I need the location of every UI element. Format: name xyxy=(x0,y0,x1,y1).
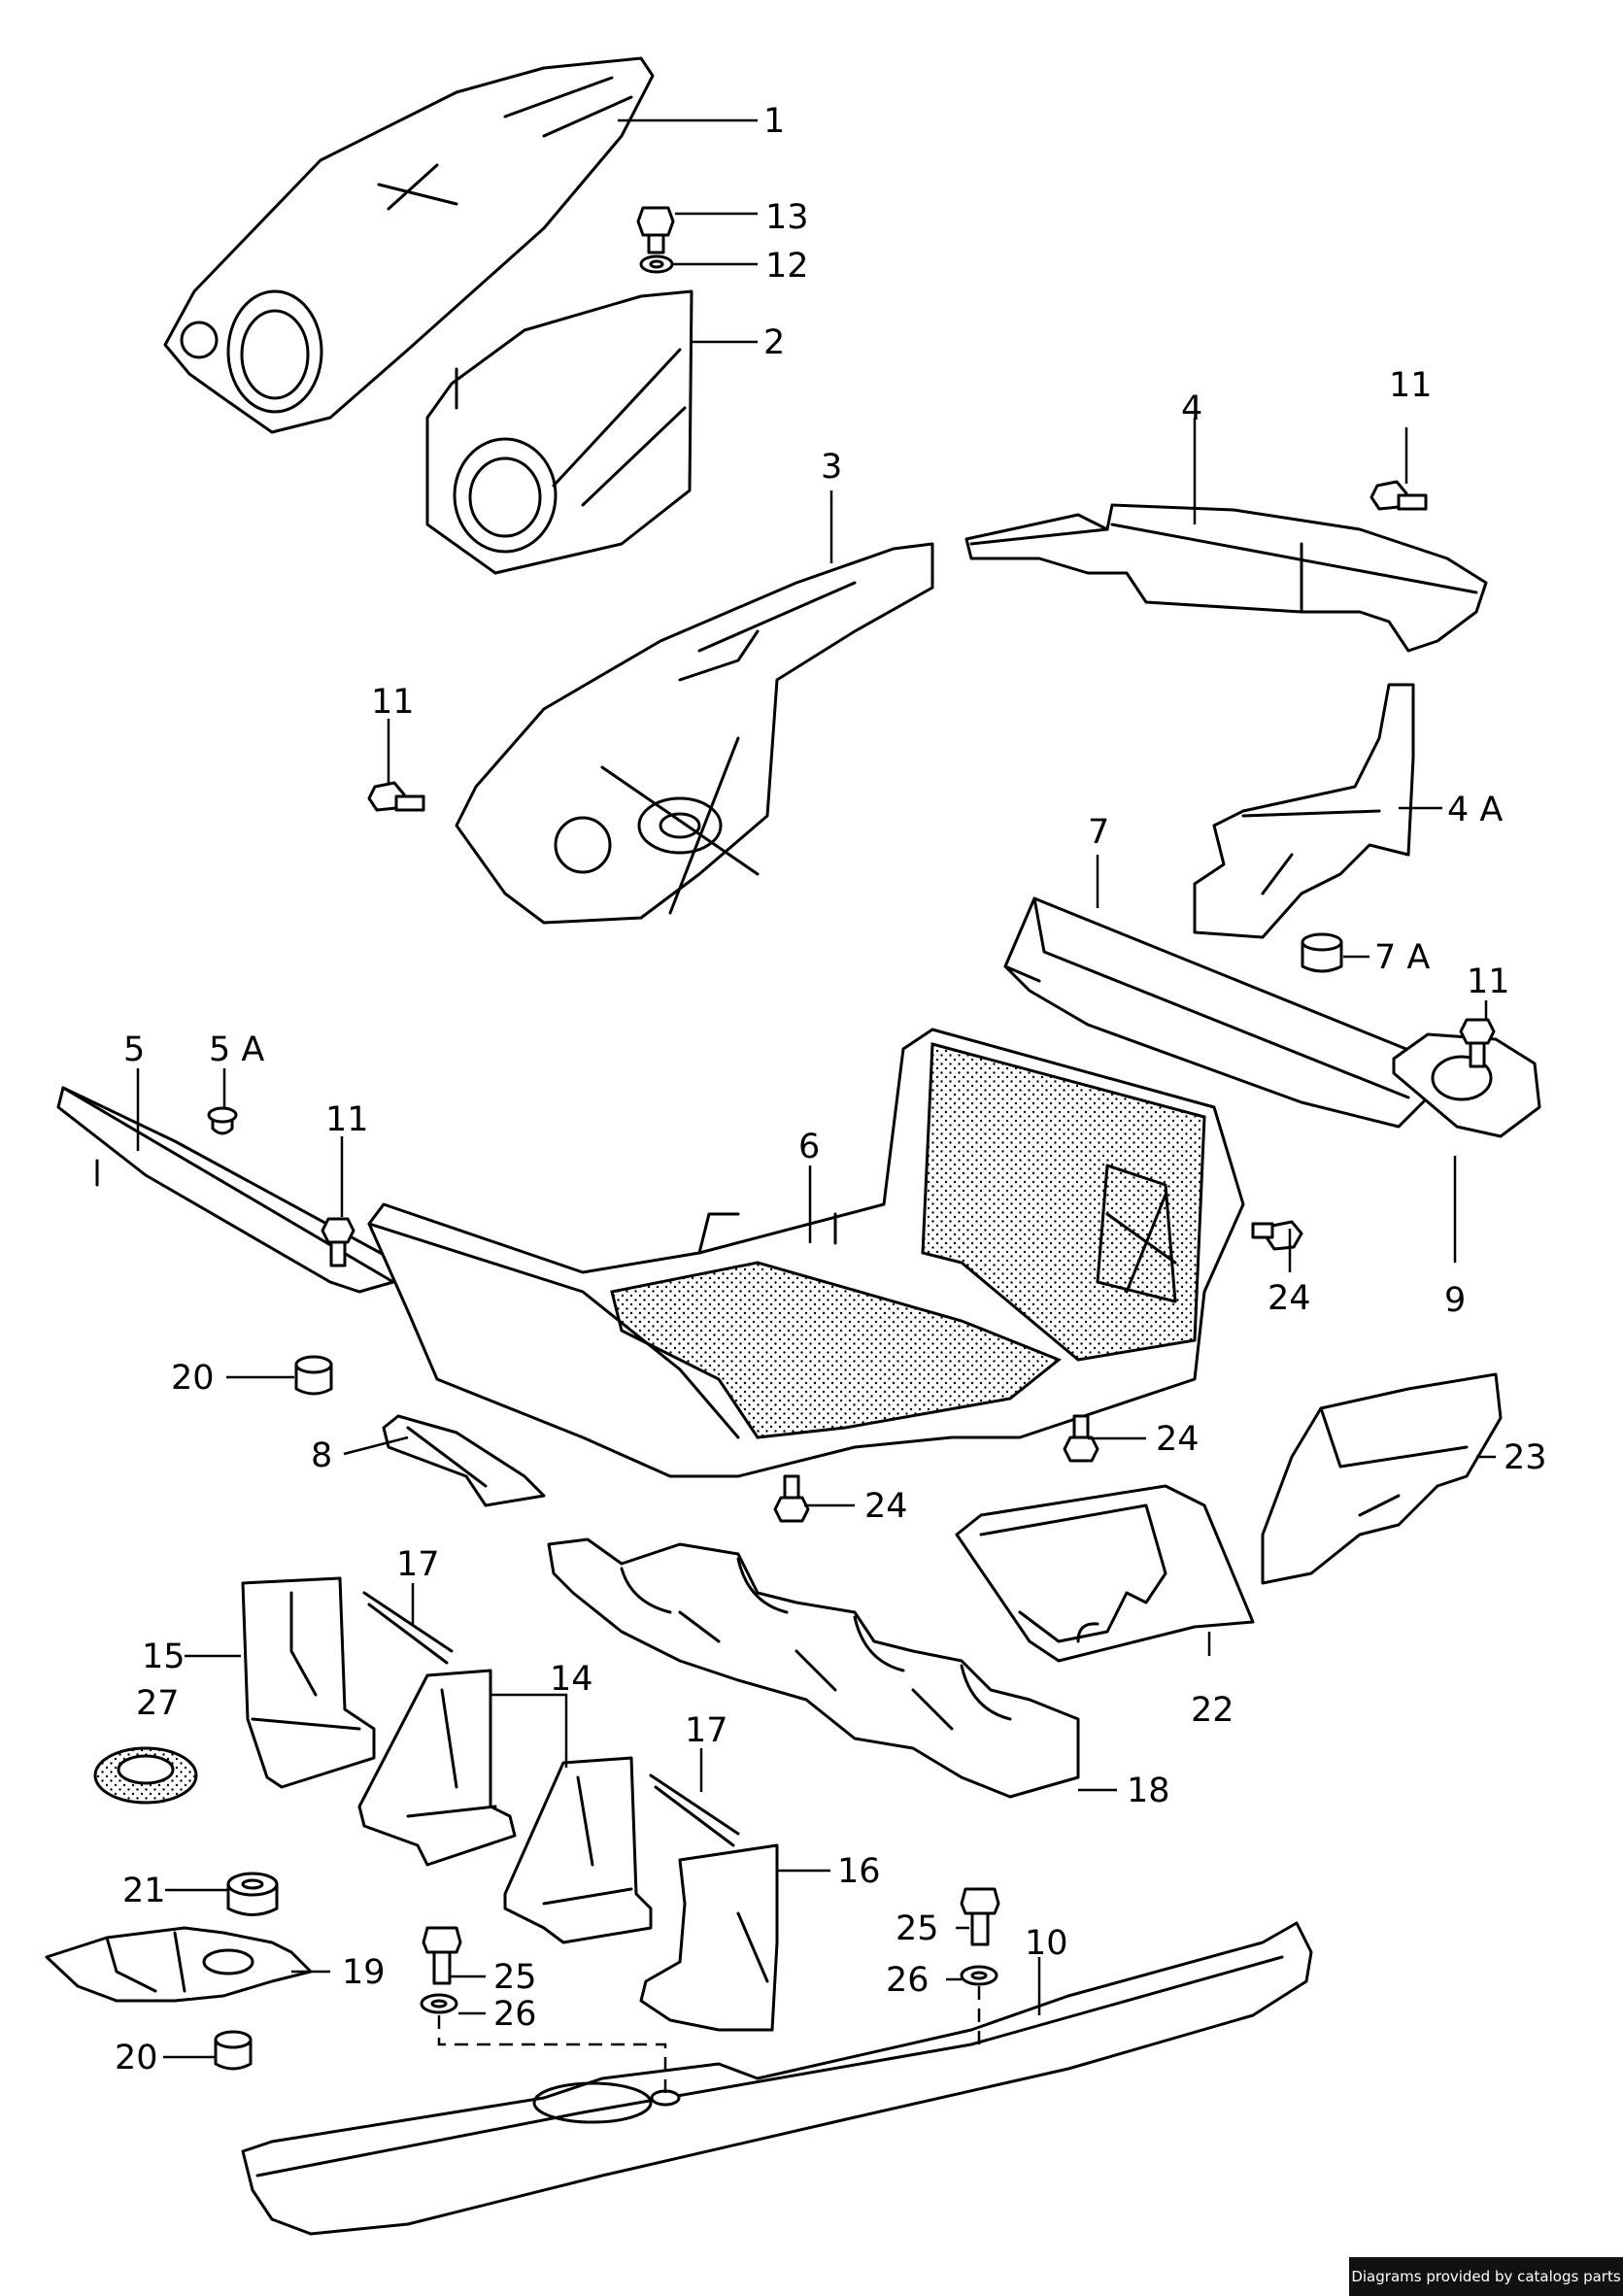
callout-4a: 4 A xyxy=(1447,791,1503,829)
callout-18: 18 xyxy=(1127,1772,1170,1810)
part-7-crossmember xyxy=(1003,896,1430,1129)
callout-8: 8 xyxy=(311,1436,332,1475)
callout-11: 11 xyxy=(371,683,415,722)
callout-21: 21 xyxy=(122,1872,166,1910)
part-11-bolt-c xyxy=(1459,1018,1496,1068)
callout-4: 4 xyxy=(1181,389,1202,428)
part-26-washer-a xyxy=(420,1993,458,2014)
leader-lines xyxy=(136,118,1496,2059)
callout-11: 11 xyxy=(1467,962,1510,1001)
part-21-mount xyxy=(226,1872,279,1916)
part-14-strut-a xyxy=(357,1669,517,1867)
part-4-panel xyxy=(964,503,1488,653)
part-16-plate xyxy=(639,1843,779,2032)
part-11-bolt-d xyxy=(321,1217,355,1267)
callout-10: 10 xyxy=(1025,1924,1068,1963)
callout-3: 3 xyxy=(821,448,842,487)
part-11-bolt-b xyxy=(367,781,425,812)
callout-labels: 1 13 12 2 11 4 3 11 4 A 7 7 A 11 5 5 A 1… xyxy=(115,102,1547,2077)
callout-25: 25 xyxy=(896,1909,939,1948)
callout-22: 22 xyxy=(1191,1691,1234,1730)
callout-17: 17 xyxy=(685,1711,728,1750)
callout-17: 17 xyxy=(396,1545,440,1584)
callout-9: 9 xyxy=(1444,1281,1466,1320)
callout-7: 7 xyxy=(1088,813,1109,852)
part-11-bolt-a xyxy=(1369,480,1428,511)
part-17-rod-a xyxy=(362,1591,454,1665)
callout-14: 14 xyxy=(550,1660,593,1699)
part-19-bracket xyxy=(45,1926,313,2003)
part-5a-plug xyxy=(207,1106,238,1135)
part-25-bolt-a xyxy=(422,1926,462,1985)
callout-26: 26 xyxy=(886,1961,930,2000)
callout-27: 27 xyxy=(136,1684,180,1723)
part-6-floor-pan xyxy=(367,1028,1245,1478)
part-13-bolt xyxy=(636,206,675,254)
part-14-strut-b xyxy=(503,1756,653,1944)
callout-26: 26 xyxy=(493,1995,537,2034)
part-24-bolt-c xyxy=(773,1474,810,1523)
callout-5: 5 xyxy=(123,1030,145,1069)
callout-20: 20 xyxy=(115,2039,158,2077)
credit-badge: Diagrams provided by catalogs parts xyxy=(1349,2257,1623,2296)
part-24-bolt-a xyxy=(1251,1220,1303,1251)
callout-6: 6 xyxy=(798,1128,820,1166)
callout-11: 11 xyxy=(1389,366,1433,405)
callout-11: 11 xyxy=(325,1100,369,1139)
callout-16: 16 xyxy=(837,1852,881,1891)
part-22-tray xyxy=(955,1484,1255,1663)
part-3-panel xyxy=(455,542,934,925)
part-20-mount-a xyxy=(294,1355,333,1396)
part-26-washer-b xyxy=(960,1965,998,1986)
part-1-panel xyxy=(163,56,655,434)
callout-19: 19 xyxy=(342,1953,386,1992)
callout-13: 13 xyxy=(765,198,809,237)
callout-24: 24 xyxy=(1268,1279,1311,1318)
callout-24: 24 xyxy=(864,1487,908,1526)
callout-2: 2 xyxy=(763,323,785,362)
part-12-washer xyxy=(639,254,674,274)
callout-25: 25 xyxy=(493,1958,537,1997)
part-17-rod-b xyxy=(649,1773,740,1847)
callout-24: 24 xyxy=(1156,1420,1200,1459)
part-10-sill xyxy=(241,1921,1313,2236)
part-2-panel xyxy=(425,289,693,575)
callout-15: 15 xyxy=(142,1638,186,1676)
part-4a-bracket xyxy=(1193,683,1415,939)
part-8-bracket xyxy=(382,1414,546,1507)
callout-7a: 7 A xyxy=(1374,938,1430,977)
part-20-mount-b xyxy=(214,2030,253,2071)
part-27-seal xyxy=(93,1746,198,1805)
part-25-bolt-b xyxy=(960,1887,1000,1946)
part-5-rail xyxy=(56,1086,400,1294)
part-18-heat-shield xyxy=(547,1537,1080,1799)
part-15-strut xyxy=(241,1576,376,1789)
callout-5a: 5 A xyxy=(209,1030,264,1069)
callout-20: 20 xyxy=(171,1359,215,1398)
part-23-panel xyxy=(1261,1372,1503,1585)
callout-23: 23 xyxy=(1504,1438,1547,1477)
part-7a-bumper xyxy=(1301,932,1343,973)
callout-12: 12 xyxy=(765,247,809,286)
callout-1: 1 xyxy=(763,102,785,141)
part-9-mount xyxy=(1392,1032,1541,1138)
dashed-leaders xyxy=(437,1986,981,2093)
